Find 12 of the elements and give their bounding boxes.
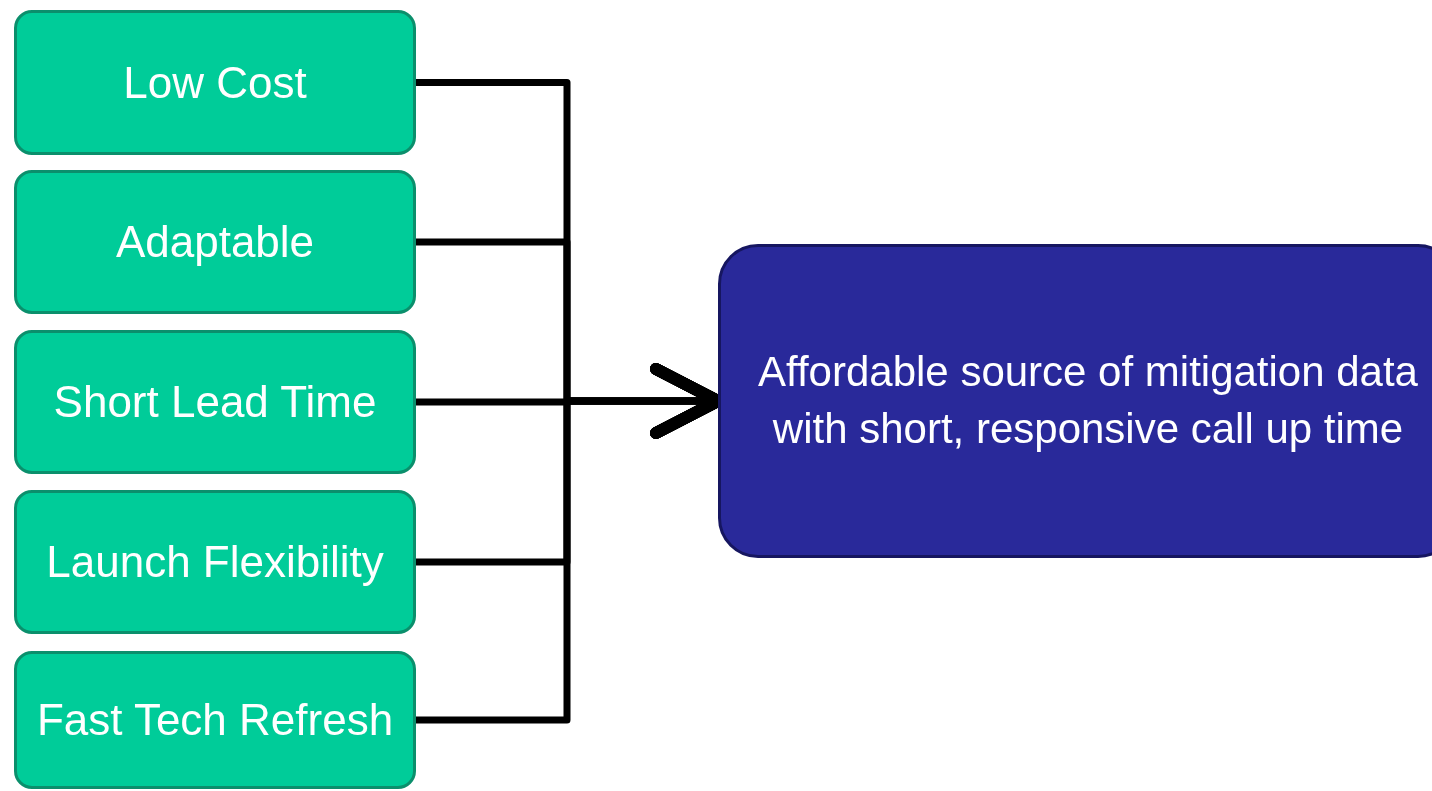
box-label: Low Cost xyxy=(123,56,307,109)
outcome-box xyxy=(718,244,1432,558)
attribute-box xyxy=(14,330,416,474)
box-label: Short Lead Time xyxy=(53,376,377,429)
box-label: Adaptable xyxy=(115,216,315,269)
box-label: Launch Flexibility xyxy=(46,536,384,589)
attribute-box xyxy=(14,170,416,314)
attribute-box xyxy=(14,490,416,634)
box-label: Affordable source of mitigation data with short, responsive call up time xyxy=(758,347,1418,454)
attribute-box xyxy=(14,10,416,155)
box-label: Fast Tech Refresh xyxy=(36,694,394,747)
attribute-box xyxy=(14,651,416,789)
